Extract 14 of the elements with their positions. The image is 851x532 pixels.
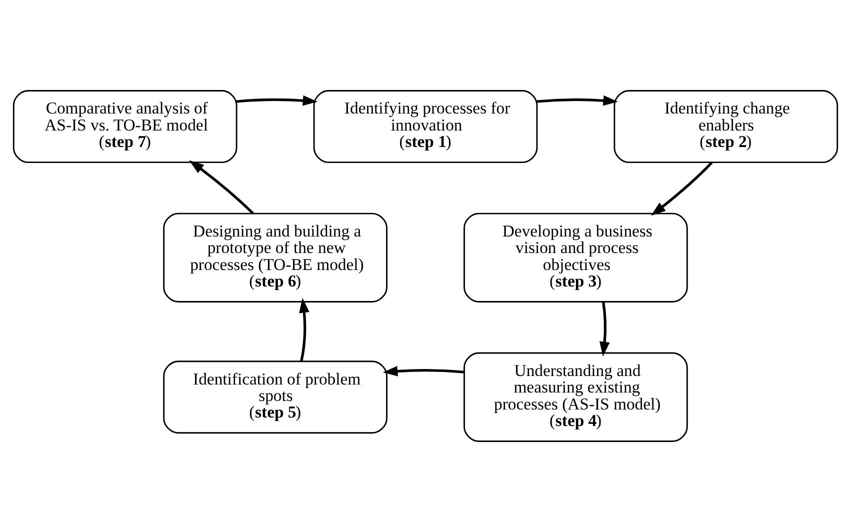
node-box: Identifying processes for innovation (step 1) (313, 90, 538, 163)
node-box: Identifying change enablers (step 2) (614, 90, 838, 163)
arrow (382, 366, 464, 376)
node-box: Developing a business vision and process objectives (step 3) (464, 212, 688, 302)
arrow (299, 298, 310, 362)
arrow (600, 302, 610, 357)
arrow (650, 162, 713, 216)
node-box: Understanding and measuring existing processes (AS-IS model) (step 4) (464, 352, 688, 442)
arrow (236, 95, 318, 106)
node-box: Comparative analysis of AS-IS vs. TO-BE model (step 7) (12, 90, 238, 163)
arrow (189, 160, 254, 214)
node-box: Identification of problem spots (step 5) (163, 360, 388, 434)
arrow (536, 95, 618, 106)
node-box: Designing and building a prototype of the new processes (TO-BE model) (step 6) (163, 212, 388, 302)
